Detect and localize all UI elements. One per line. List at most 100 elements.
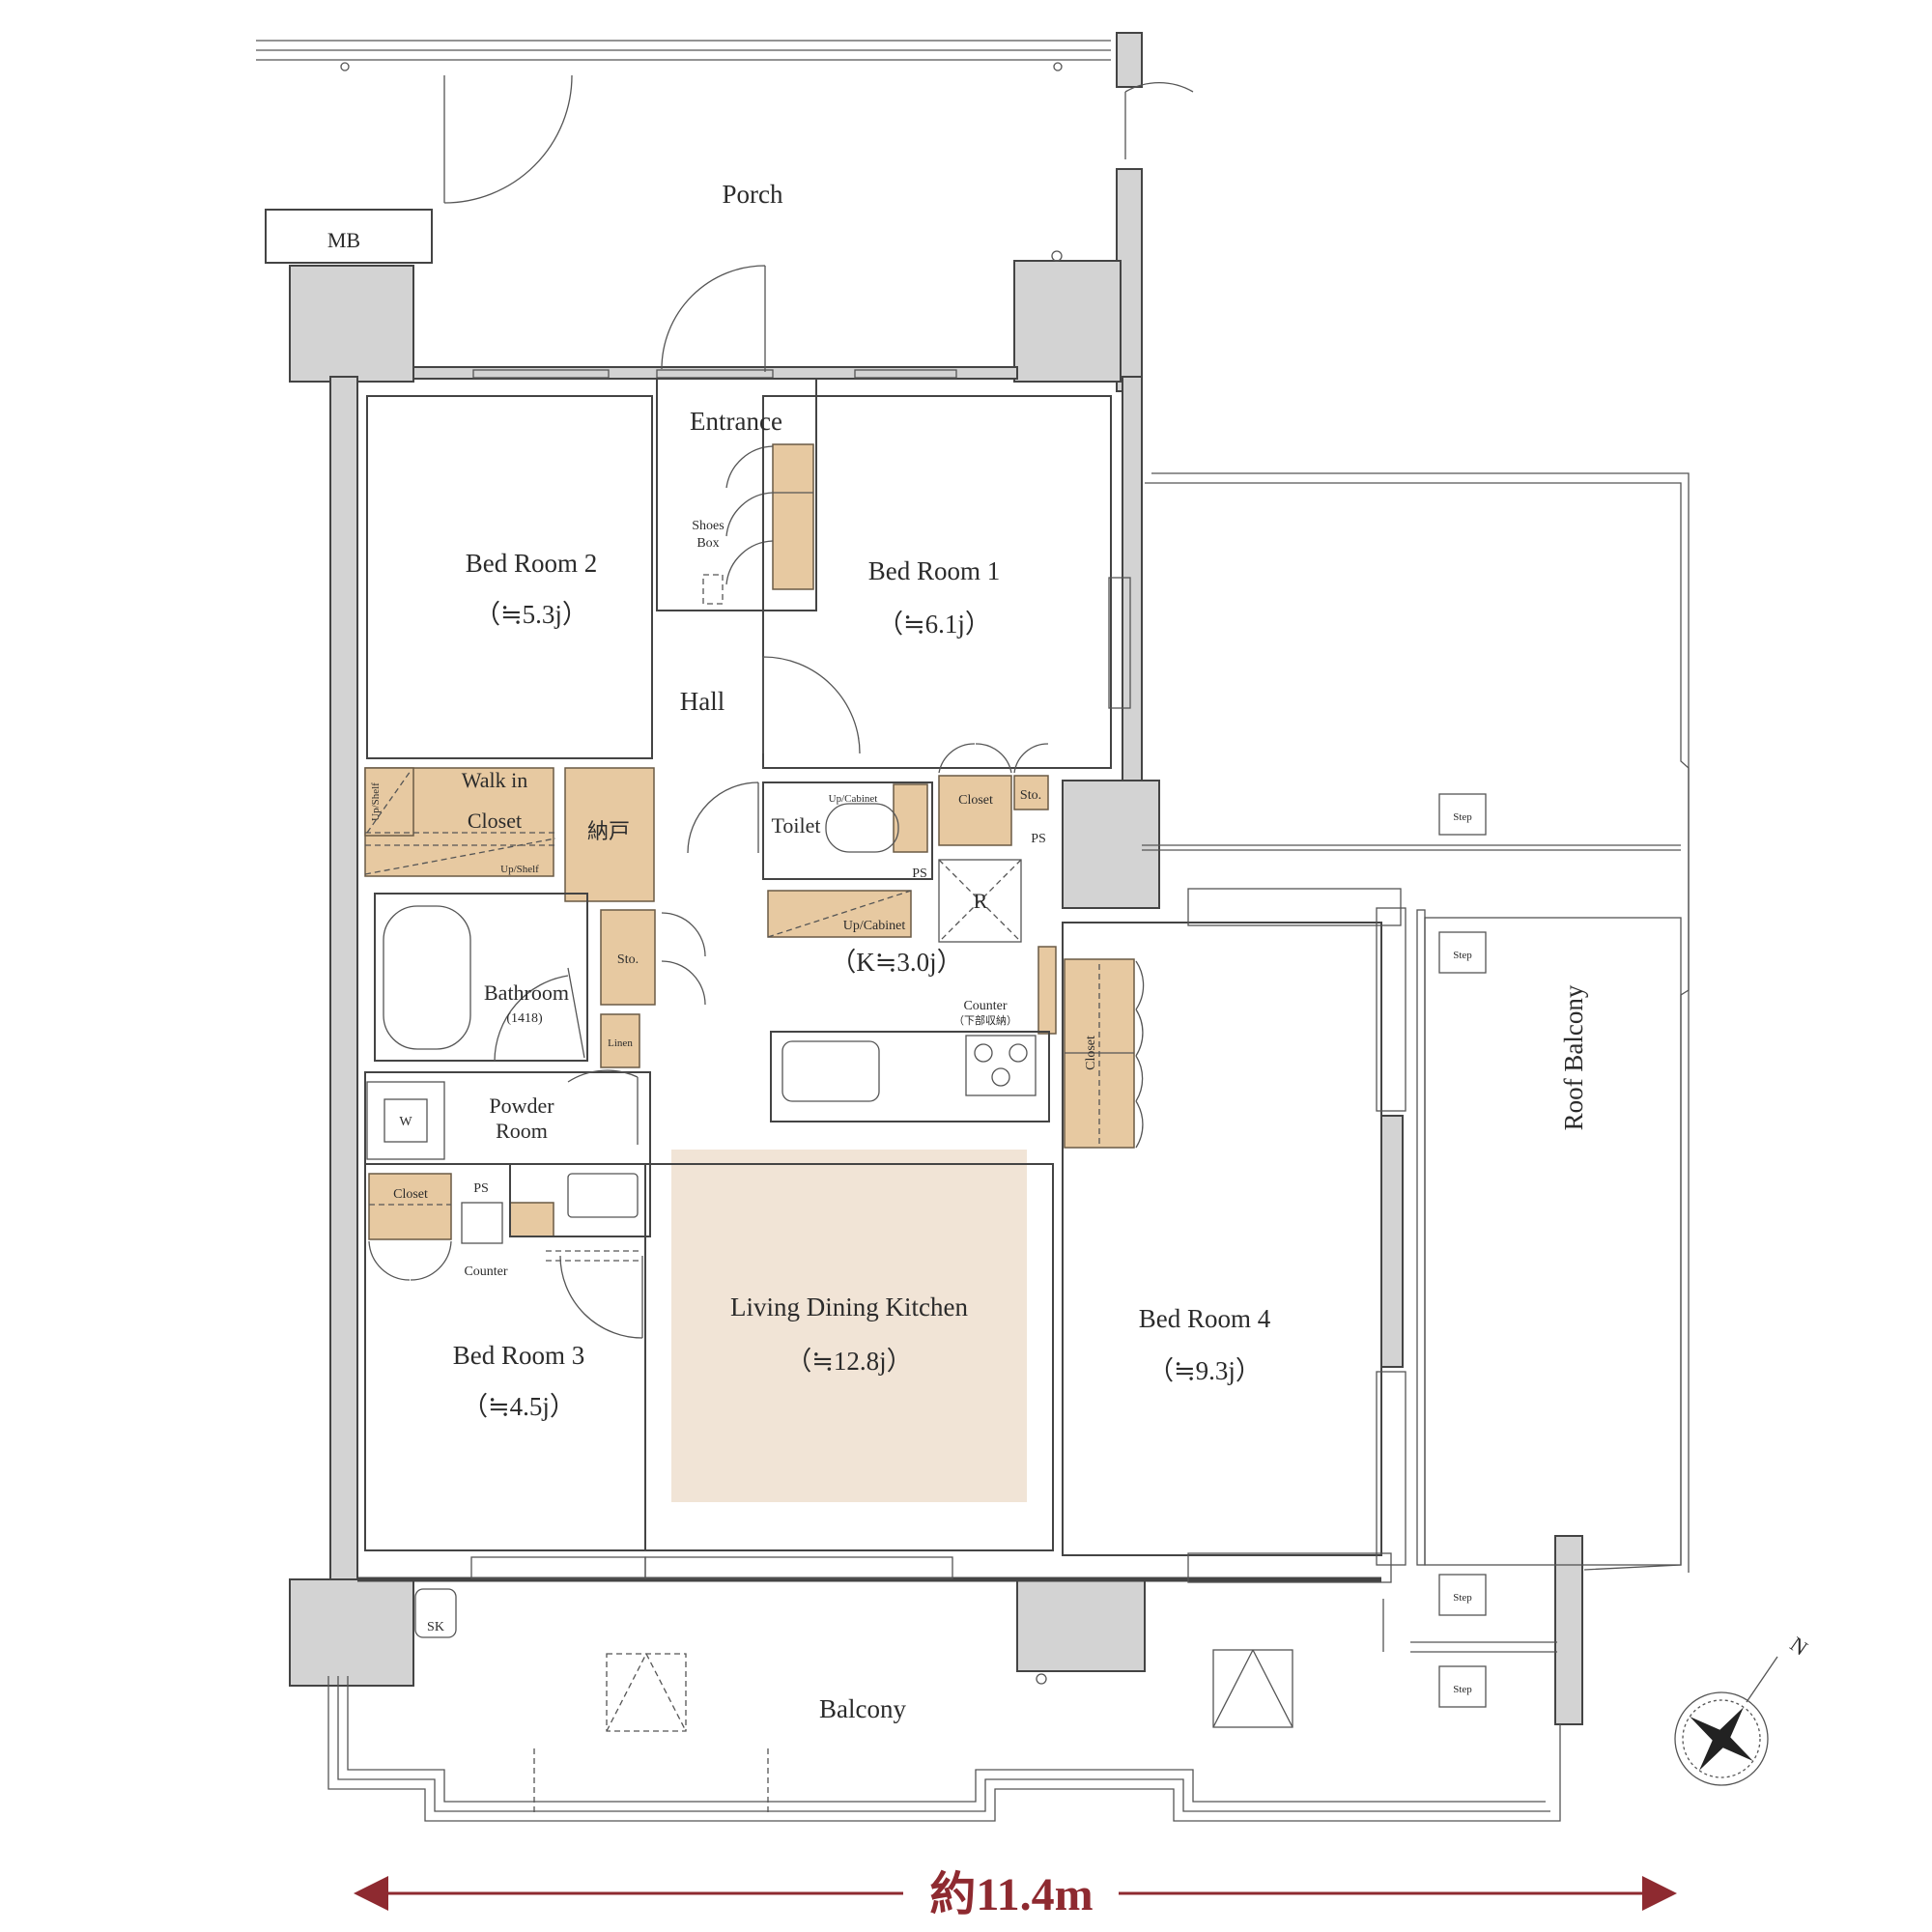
bedroom4-window-top — [1187, 888, 1402, 926]
south-windows — [470, 1556, 953, 1579]
bedroom1-sto — [1013, 775, 1049, 810]
porch-gate[interactable] — [443, 74, 573, 204]
compass-rose — [1674, 1656, 1778, 1786]
bedroom4-window-bottom — [1187, 1552, 1392, 1583]
shoes-box-label-2: Box — [696, 536, 719, 551]
closet-b1-label: Closet — [958, 793, 993, 808]
porch-wall-block — [1013, 260, 1122, 383]
nando-label: 納戸 — [587, 819, 630, 843]
linen-label: Linen — [608, 1037, 633, 1049]
step-label-3: Step — [1453, 1592, 1472, 1604]
roof-balcony-pillar — [1554, 1535, 1583, 1725]
ps-label-3: PS — [473, 1181, 489, 1196]
step-3 — [1438, 1574, 1487, 1616]
step-1 — [1438, 793, 1487, 836]
closet-doors-bed3[interactable] — [368, 1240, 452, 1281]
bed4-east-wall — [1380, 1115, 1404, 1368]
balcony-wall-left — [289, 1578, 414, 1687]
ldk-name: Living Dining Kitchen — [730, 1293, 968, 1321]
hall-door-sto[interactable] — [661, 912, 706, 1006]
washer-pan — [366, 1081, 445, 1160]
west-wall — [329, 376, 358, 1585]
bedroom3-door[interactable] — [559, 1255, 643, 1339]
counter-label-1: Counter — [963, 999, 1007, 1013]
closet-b4-label: Closet — [1084, 1036, 1098, 1070]
bedroom4-size: （≒9.3j） — [1148, 1356, 1262, 1385]
shoes-box — [772, 443, 814, 590]
shoes-door-2[interactable] — [725, 492, 774, 537]
corridor-wall-right — [1116, 32, 1143, 88]
shoes-door-3[interactable] — [725, 540, 774, 585]
ldk-highlight — [671, 1150, 1027, 1502]
kitchen-counter — [770, 1031, 1050, 1122]
east-wall-block — [1062, 780, 1160, 909]
nando-storage — [564, 767, 655, 902]
bedroom4-name: Bed Room 4 — [1139, 1304, 1271, 1333]
dimension-label: 約11.4m — [929, 1869, 1093, 1920]
balcony-hatch-2 — [1212, 1649, 1293, 1728]
north-wall — [412, 366, 1018, 380]
kitchen-side-column — [1037, 946, 1057, 1035]
bathtub — [383, 905, 471, 1050]
up-cabinet-top-label: Up/Cabinet — [829, 793, 878, 805]
up-shelf-label: Up/Shelf — [500, 864, 539, 875]
bedroom4-window-side — [1376, 907, 1406, 1112]
bedroom4-outline — [1062, 922, 1382, 1556]
bedroom3-name: Bed Room 3 — [453, 1341, 585, 1370]
washer-label: W — [399, 1115, 412, 1129]
r-label: R — [974, 889, 988, 913]
side-gate[interactable] — [1124, 82, 1194, 159]
porch-label: Porch — [723, 180, 783, 209]
entrance-label: Entrance — [690, 407, 782, 436]
bedroom1-closet — [938, 775, 1012, 846]
toilet-outline — [762, 781, 933, 880]
mb-wall-block — [289, 265, 414, 383]
shoes-box-label-1: Shoes — [692, 519, 724, 533]
east-wall-upper — [1122, 376, 1143, 783]
linen-storage — [600, 1013, 640, 1068]
kitchen-stove — [965, 1035, 1037, 1096]
small-storage — [509, 1202, 554, 1237]
shoes-door-1[interactable] — [725, 445, 774, 489]
corridor-rail — [256, 40, 1111, 71]
bedroom1-size: （≒6.1j） — [877, 610, 991, 639]
counter-sub-label: （下部収納） — [953, 1013, 1017, 1027]
step-label-4: Step — [1453, 1684, 1472, 1695]
bathroom-label: Bathroom — [484, 980, 569, 1005]
powder-label-2: Room — [496, 1119, 548, 1143]
ps-label-2: PS — [912, 867, 927, 881]
sto-b1-label: Sto. — [1020, 788, 1041, 803]
bathroom-door[interactable] — [494, 967, 585, 1062]
roof-balcony-outline — [1151, 472, 1690, 1573]
hall-label: Hall — [680, 687, 725, 716]
closet-b3-label: Closet — [393, 1187, 428, 1202]
powder-door[interactable] — [567, 1069, 639, 1145]
ps-label-1: PS — [1031, 832, 1046, 846]
mb-label: MB — [327, 228, 360, 252]
bedroom3-size: （≒4.5j） — [462, 1392, 576, 1421]
bathroom-size-label: (1418) — [506, 1011, 543, 1026]
ldk-outline — [644, 1163, 1054, 1551]
hall-sto — [600, 909, 656, 1006]
ldk-size: （≒12.8j） — [785, 1347, 912, 1376]
hall-door-toilet[interactable] — [687, 781, 759, 854]
entrance-outline — [656, 378, 817, 611]
walk-in-label-1: Walk in — [462, 768, 528, 792]
kitchen-size-label: （K≒3.0j） — [830, 948, 962, 977]
walk-in-label-2: Closet — [468, 809, 522, 833]
bedroom1-window — [1108, 577, 1131, 709]
counter-box — [461, 1202, 503, 1244]
sk-label: SK — [427, 1620, 444, 1634]
balcony-hatch-1 — [606, 1653, 687, 1732]
step-2 — [1438, 931, 1487, 974]
kitchen-sink — [781, 1040, 880, 1102]
mb-box — [265, 209, 433, 264]
sto-hall-label: Sto. — [617, 952, 639, 967]
counter-label-2: Counter — [464, 1264, 507, 1279]
step-label-2: Step — [1453, 950, 1472, 961]
up-shelf-side-label: Up/Shelf — [370, 782, 382, 821]
roof-balcony-label: Roof Balcony — [1559, 984, 1588, 1130]
entrance-door[interactable] — [661, 265, 766, 372]
bedroom1-door[interactable] — [762, 656, 861, 754]
